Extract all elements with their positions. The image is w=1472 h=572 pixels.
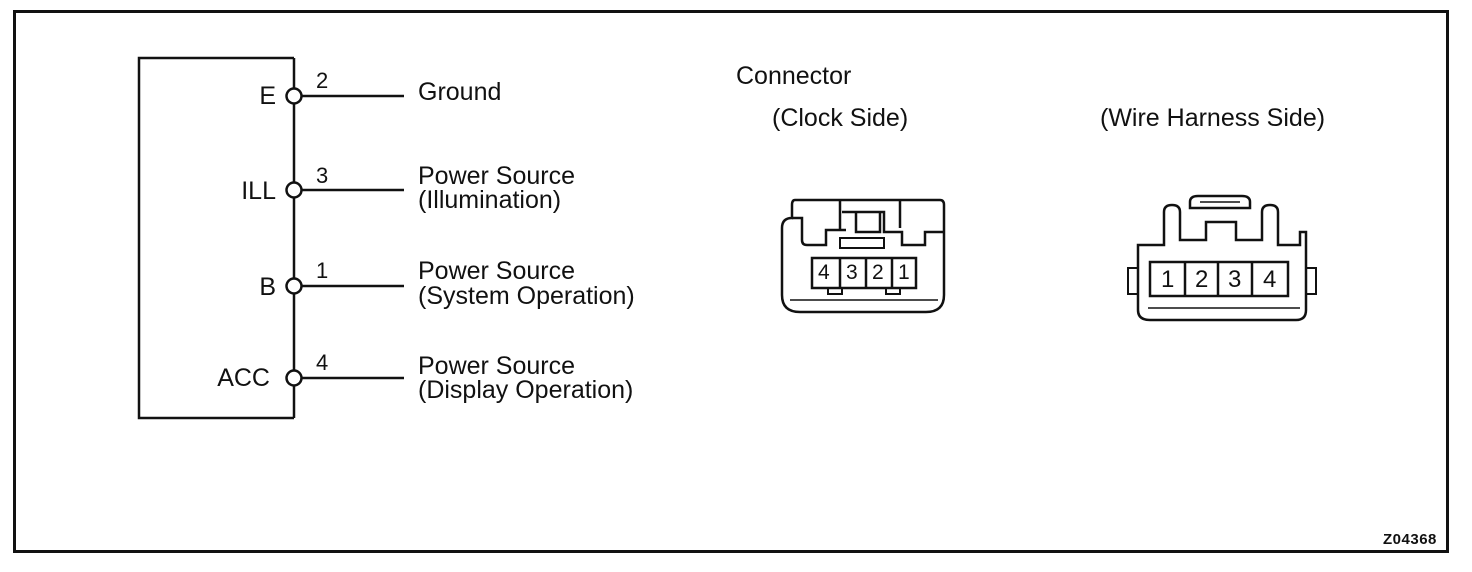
harness-side-connector <box>1127 194 1317 322</box>
pin-label-e: E <box>259 82 276 110</box>
connector-title: Connector <box>736 62 852 90</box>
clock-side-title: (Clock Side) <box>772 104 909 132</box>
clock-pin-4: 4 <box>818 261 830 284</box>
diagram-frame <box>13 10 1449 553</box>
pin-label-b: B <box>259 273 276 301</box>
pin-label-ill: ILL <box>241 177 276 205</box>
pin-function-ill: Power Source <box>418 162 576 190</box>
harness-pin-1: 1 <box>1161 266 1175 293</box>
pin-number-ill: 3 <box>316 163 329 188</box>
pin-function-b-detail: (System Operation) <box>418 282 635 310</box>
figure-code: Z04368 <box>1383 531 1437 548</box>
pin-number-b: 1 <box>316 258 329 283</box>
pin-function-acc: Power Source <box>418 352 576 380</box>
terminal-acc <box>285 369 303 387</box>
pin-function-e: Ground <box>418 78 502 106</box>
pin-function-b: Power Source <box>418 257 576 285</box>
clock-side-connector <box>780 198 946 314</box>
pin-number-e: 2 <box>316 68 329 93</box>
terminal-b <box>285 277 303 295</box>
terminal-ill <box>285 181 303 199</box>
harness-side-title: (Wire Harness Side) <box>1100 104 1326 132</box>
pin-function-ill-detail: (Illumination) <box>418 186 562 214</box>
clock-pin-2: 2 <box>872 261 884 284</box>
clock-pin-3: 3 <box>846 261 858 284</box>
clock-pin-1: 1 <box>898 261 910 284</box>
terminal-e <box>285 87 303 105</box>
pin-label-acc: ACC <box>217 364 270 392</box>
pin-function-acc-detail: (Display Operation) <box>418 376 634 404</box>
harness-pin-2: 2 <box>1195 266 1209 293</box>
harness-pin-4: 4 <box>1263 266 1277 293</box>
pin-number-acc: 4 <box>316 350 329 375</box>
harness-pin-3: 3 <box>1228 266 1242 293</box>
clock-component-outline <box>137 56 294 420</box>
